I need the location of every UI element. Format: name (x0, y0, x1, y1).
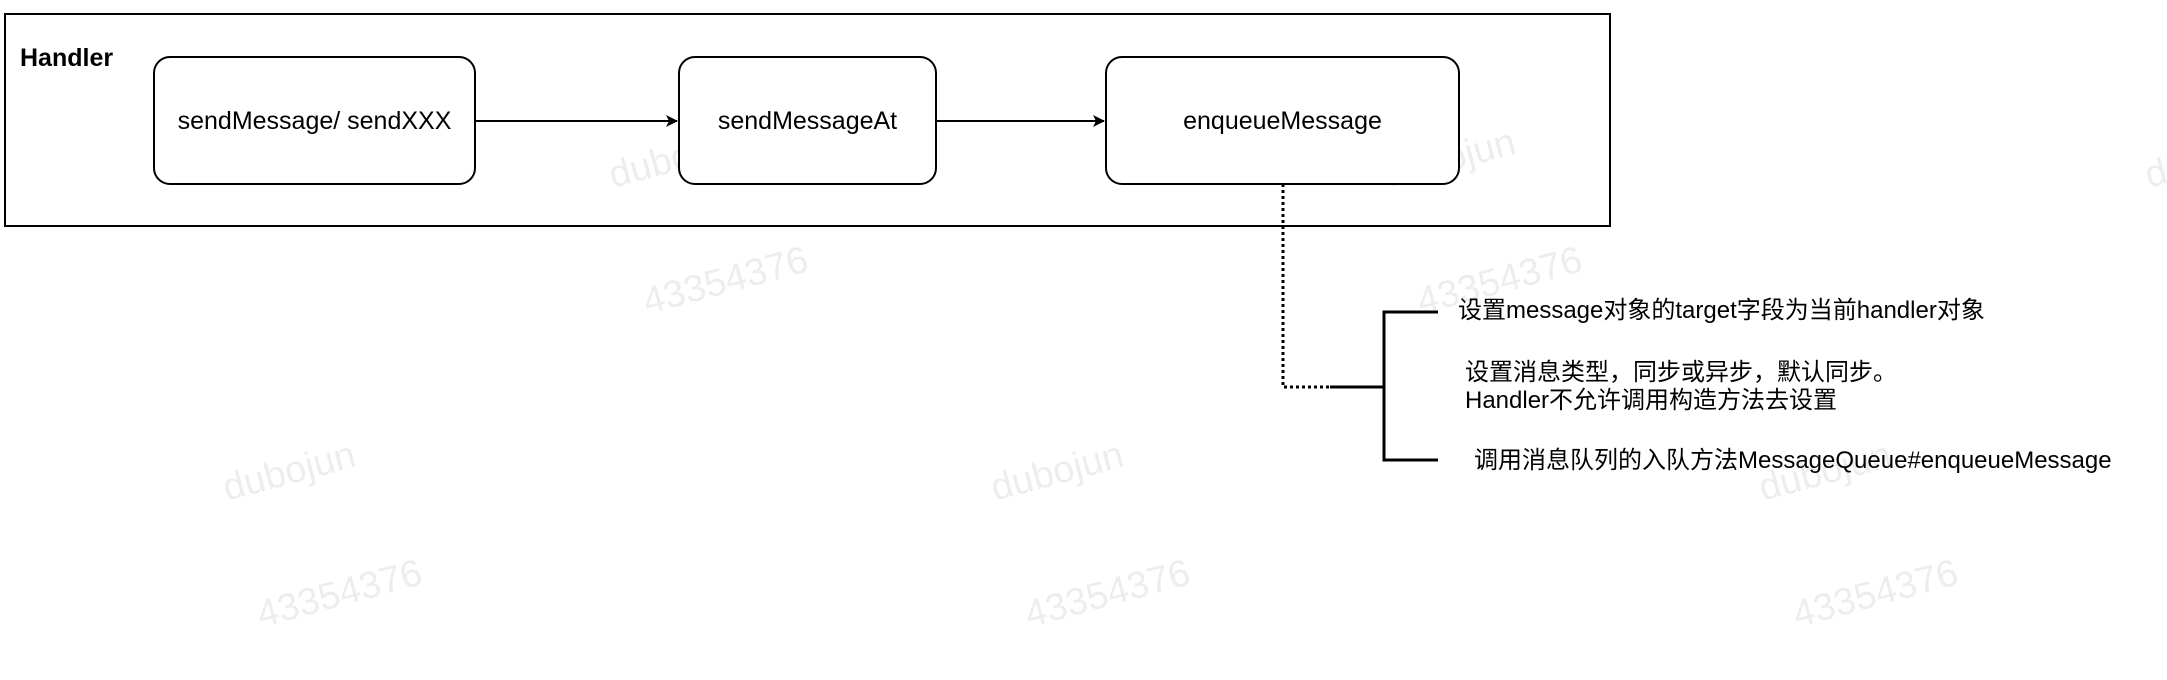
annotation-bracket (1330, 310, 1438, 462)
watermark-id: 43354376 (252, 552, 427, 637)
node-enqueue-message-label: enqueueMessage (1183, 107, 1382, 135)
watermark-id: 43354376 (1020, 552, 1195, 637)
node-send-message-label: sendMessage/ sendXXX (178, 107, 452, 135)
handler-container (4, 13, 1611, 227)
note-set-target: 设置message对象的target字段为当前handler对象 (1458, 297, 1985, 324)
container-title: Handler (20, 44, 113, 72)
node-send-message-at-label: sendMessageAt (718, 107, 897, 135)
watermark-id: 43354376 (1788, 552, 1963, 637)
note-no-constructor: Handler不允许调用构造方法去设置 (1465, 387, 1838, 414)
note-enqueue: 调用消息队列的入队方法MessageQueue#enqueueMessage (1474, 447, 2112, 474)
flow-diagram: Handler sendMessage/ sendXXX sendMessage… (4, 13, 1611, 462)
dotted-connector (1281, 184, 1330, 389)
note-set-async: 设置消息类型，同步或异步，默认同步。 (1465, 359, 1897, 386)
